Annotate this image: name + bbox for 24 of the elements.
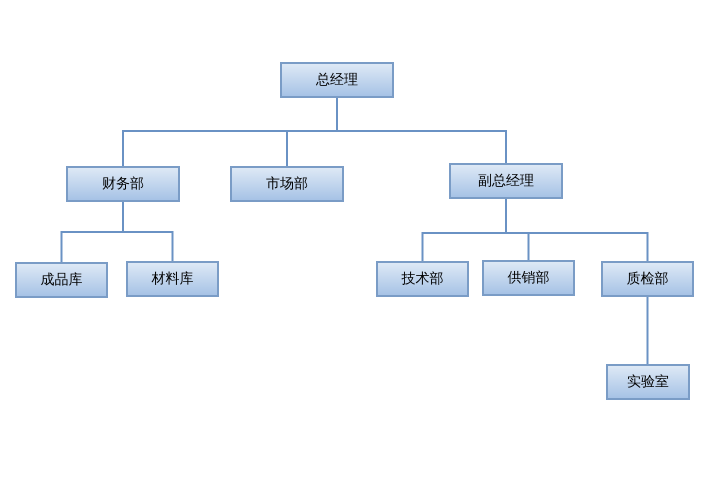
node-label: 供销部: [508, 269, 550, 287]
node-label: 市场部: [266, 175, 308, 193]
node-label: 总经理: [316, 71, 358, 89]
org-box: [280, 62, 394, 98]
org-box: [15, 262, 108, 298]
node-label: 副总经理: [478, 172, 534, 190]
org-box: [126, 261, 219, 297]
connector-line: [646, 297, 648, 364]
connector-line: [336, 98, 507, 163]
connector-line: [122, 202, 174, 261]
org-box: [230, 166, 344, 202]
connector-line: [505, 199, 648, 261]
org-box: [606, 364, 690, 400]
node-label: 财务部: [102, 175, 144, 193]
node-label: 材料库: [152, 270, 194, 288]
org-box: [482, 260, 575, 296]
org-box: [449, 163, 563, 199]
node-label: 技术部: [402, 270, 444, 288]
node-label: 成品库: [40, 271, 82, 289]
node-label: 实验室: [627, 373, 669, 391]
node-label: 质检部: [626, 270, 668, 288]
org-box: [376, 261, 469, 297]
org-box: [601, 261, 694, 297]
org-box: [66, 166, 180, 202]
